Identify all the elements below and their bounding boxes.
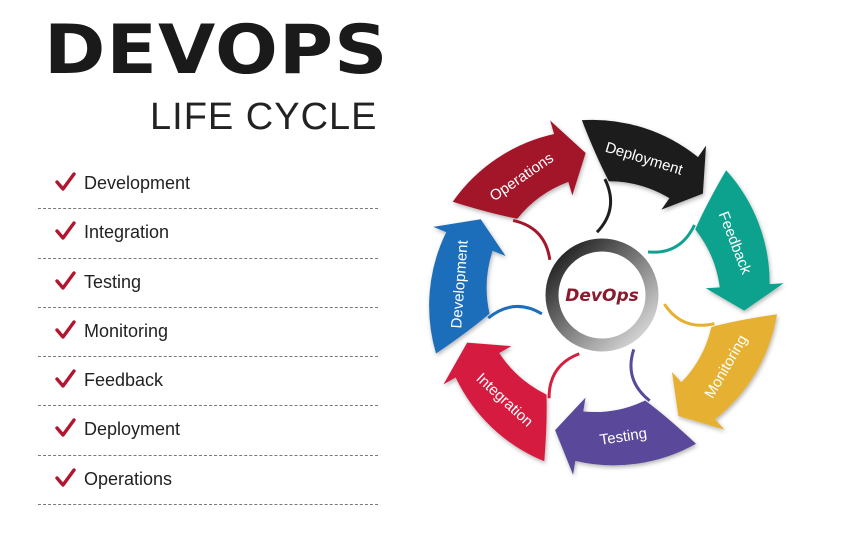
list-item: Monitoring [38, 308, 378, 358]
cycle-segment-development [429, 219, 506, 354]
cycle-segment-monitoring [671, 314, 777, 430]
checkmark-icon [55, 320, 76, 339]
list-item: Development [38, 160, 378, 210]
center-ring [545, 238, 659, 352]
checkmark-icon [55, 369, 76, 388]
list-item: Testing [38, 259, 378, 308]
list-item-label: Testing [84, 271, 142, 292]
cycle-tail-operations [512, 218, 552, 260]
list-item: Deployment [38, 406, 378, 456]
list-item-label: Feedback [84, 370, 164, 391]
page-subtitle: LIFE CYCLE [150, 96, 378, 138]
list-item-label: Deployment [84, 419, 181, 440]
center-label: DevOps [565, 286, 638, 306]
stage-checklist: Development Integration Testing Monitori… [38, 160, 378, 506]
checkmark-icon [55, 468, 76, 487]
cycle-segment-operations [452, 120, 586, 219]
cycle-tail-testing [629, 348, 651, 402]
center-hub: DevOps [545, 238, 659, 352]
cycle-segment-feedback [695, 170, 784, 311]
cycle-tail-development [487, 305, 543, 320]
list-item-label: Monitoring [84, 320, 169, 341]
list-item-label: Integration [84, 222, 170, 243]
center-disc [560, 253, 644, 337]
list-item: Operations [38, 456, 378, 506]
cycle-segment-testing [555, 397, 697, 475]
cycle-label-testing: Testing [599, 425, 649, 449]
cycle-tail-monitoring [663, 303, 715, 327]
checkmark-icon [55, 221, 76, 240]
list-item: Feedback [38, 357, 378, 407]
checkmark-icon [55, 270, 76, 290]
cycle-segment-integration [443, 342, 547, 462]
page-title: DEVOPS [44, 10, 389, 90]
cycle-tail-deployment [595, 178, 613, 234]
cycle-tail-integration [547, 352, 580, 399]
cycle-segment-deployment [581, 119, 707, 210]
checkmark-icon [55, 418, 76, 438]
checkmark-icon [55, 172, 76, 191]
list-item-label: Operations [84, 468, 173, 489]
list-item-label: Development [84, 173, 191, 193]
cycle-tail-feedback [647, 224, 696, 254]
cycle-label-development: Development [448, 239, 472, 329]
list-item: Integration [38, 209, 378, 259]
